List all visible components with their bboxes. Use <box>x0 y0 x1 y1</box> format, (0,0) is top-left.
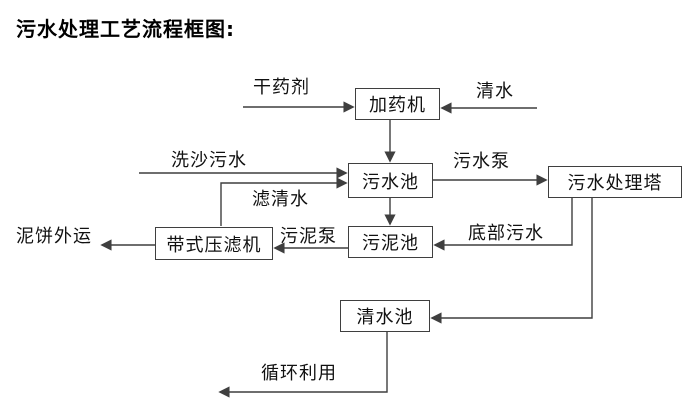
edge-recycle-arrow <box>218 332 388 398</box>
label-sludge-pump: 污泥泵 <box>280 226 337 247</box>
node-sludge-pool: 污泥池 <box>348 226 433 258</box>
label-sand-wash-sewage: 洗沙污水 <box>171 150 247 171</box>
node-dosing-machine: 加药机 <box>355 88 440 120</box>
node-sewage-pool: 污水池 <box>348 163 433 198</box>
edge-bottom-sewage-arrow <box>433 198 573 251</box>
label-mud-cake-transport: 泥饼外运 <box>16 226 92 247</box>
page-title: 污水处理工艺流程框图: <box>16 17 235 41</box>
label-bottom-sewage: 底部污水 <box>468 223 544 244</box>
node-belt-filter-press: 带式压滤机 <box>155 227 273 260</box>
label-sewage-pump: 污水泵 <box>453 151 510 172</box>
label-recycle: 循环利用 <box>261 363 337 384</box>
node-clean-water-pool: 清水池 <box>340 300 430 332</box>
node-treatment-tower: 污水处理塔 <box>548 166 682 198</box>
edge-tower-to-clean-arrow <box>430 198 593 324</box>
label-clean-water: 清水 <box>476 81 514 102</box>
label-filtered-water: 滤清水 <box>252 189 309 210</box>
label-dry-agent: 干药剂 <box>253 77 310 98</box>
edge-filtered-water-arrow <box>220 177 348 226</box>
